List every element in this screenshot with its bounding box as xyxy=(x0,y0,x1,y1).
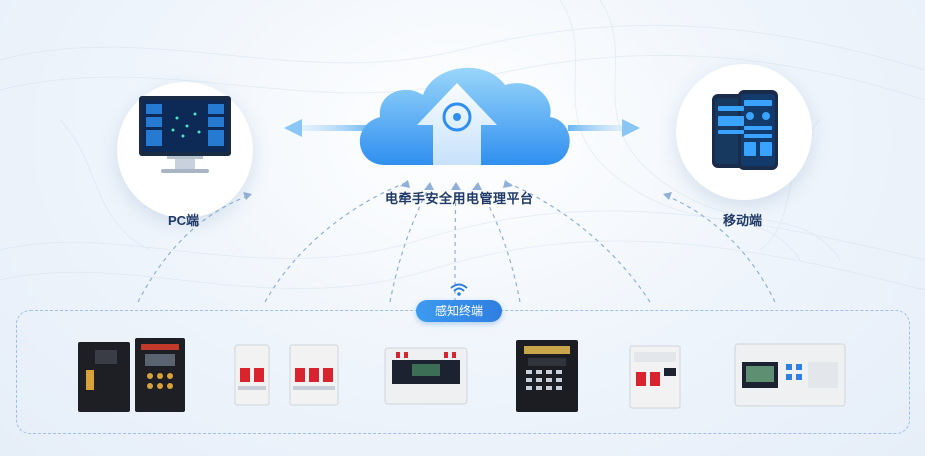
pc-label: PC端 xyxy=(168,213,200,228)
device-cabinet-1 xyxy=(78,338,185,412)
device-meter-2 xyxy=(734,343,846,407)
mobile-node xyxy=(676,64,812,200)
arrow-to-pc xyxy=(300,125,372,131)
device-breaker-2 xyxy=(289,344,339,406)
platform-label: 电牵手安全用电管理平台 xyxy=(385,191,534,206)
device-meter-1 xyxy=(384,347,468,405)
device-breaker-3 xyxy=(629,345,681,409)
link-to-mobile-1 xyxy=(664,194,776,303)
pc-node xyxy=(117,82,253,218)
link-to-pc-1 xyxy=(137,194,251,303)
device-breaker-1 xyxy=(234,344,270,406)
terminal-label: 感知终端 xyxy=(416,300,502,322)
monitor-icon xyxy=(139,96,231,173)
cloud-icon xyxy=(359,67,570,165)
device-panel-1 xyxy=(516,340,578,412)
wifi-icon xyxy=(450,283,468,296)
mobile-label: 移动端 xyxy=(723,213,763,228)
arrow-to-mobile xyxy=(568,125,628,131)
phone-icon xyxy=(712,90,778,170)
